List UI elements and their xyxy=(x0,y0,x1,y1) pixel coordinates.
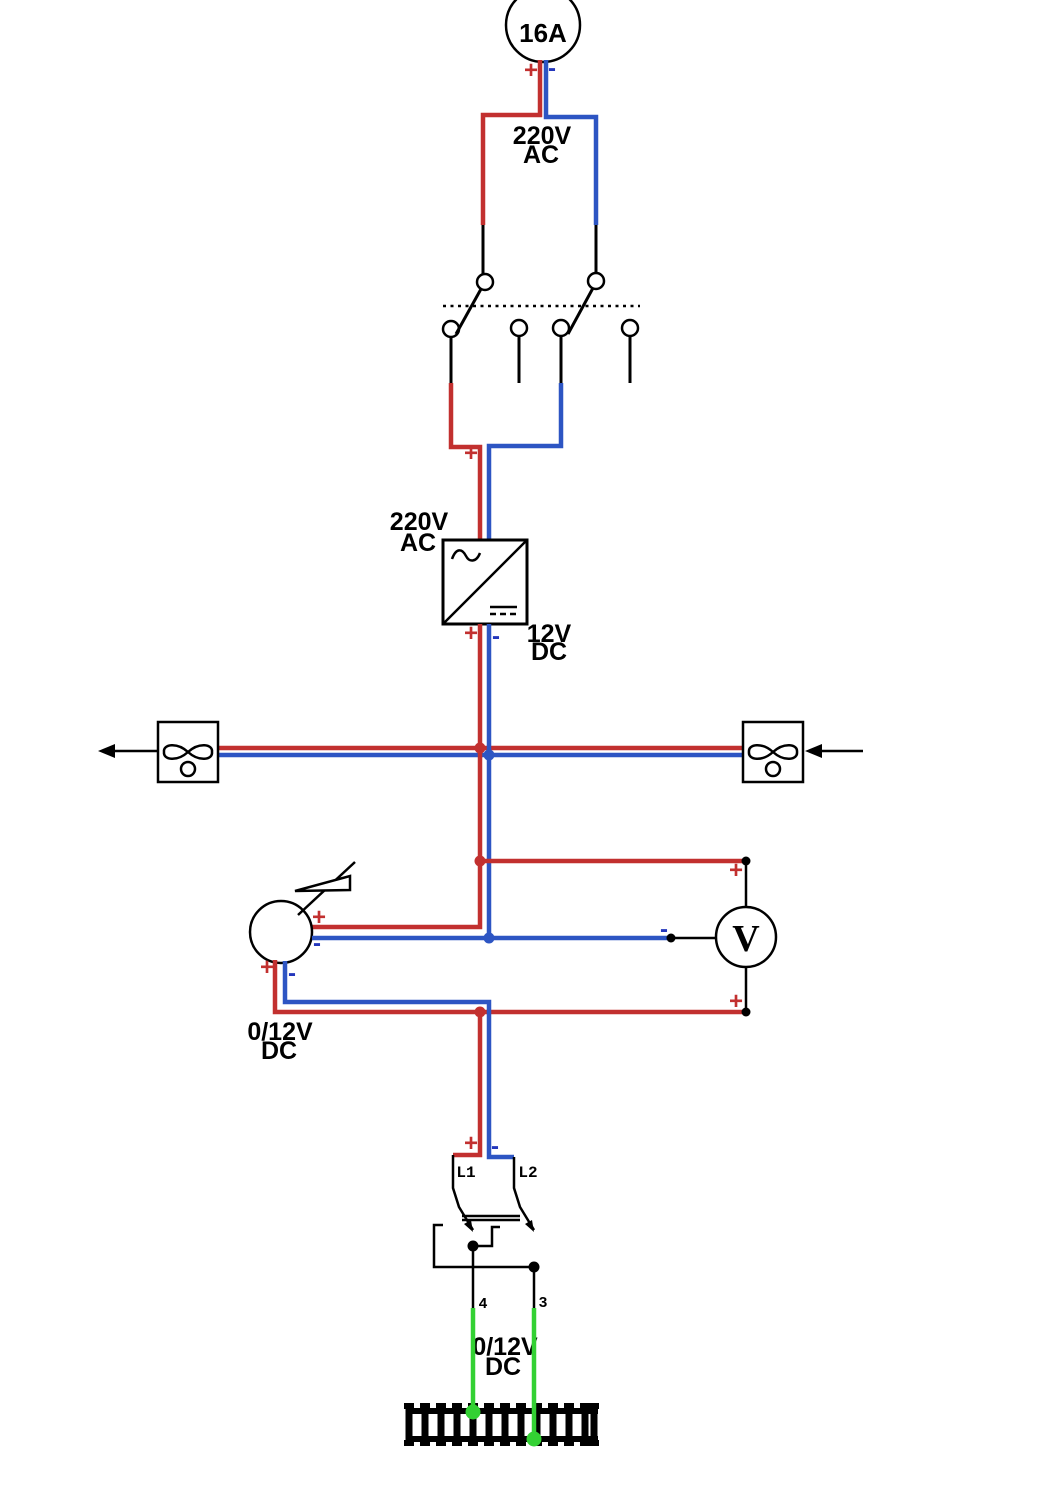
relay-cross-wire-right xyxy=(473,1225,500,1248)
reversing-switch: L1 L2 4 3 xyxy=(432,1155,548,1313)
junction-negative-fan xyxy=(483,749,495,761)
throttle-wedge-icon xyxy=(294,874,352,893)
junction-negative-voltmeter xyxy=(483,932,495,944)
junction-positive-fan xyxy=(474,742,486,754)
relay-terminal-l1-label: L1 xyxy=(456,1164,475,1182)
switch-contact-top-2 xyxy=(586,271,606,291)
voltmeter-bottom-terminal-dot xyxy=(741,1007,751,1017)
voltmeter-top-terminal-dot xyxy=(741,856,751,866)
relay-minus-label: - xyxy=(491,1133,499,1160)
switched-positive-wire xyxy=(448,383,483,540)
fan-left-motor-icon xyxy=(179,760,197,778)
track-rail-top xyxy=(406,1408,598,1414)
track-type-label: DC xyxy=(485,1353,521,1381)
converter-output-type-label: DC xyxy=(531,638,567,666)
fan-right xyxy=(741,720,863,784)
relay-plus-label: + xyxy=(464,1130,478,1157)
track-rail-bottom xyxy=(406,1436,598,1442)
relay-pin-3-label: 3 xyxy=(538,1295,547,1312)
mains-switch xyxy=(441,225,640,383)
switch-contact-bottom-4 xyxy=(620,318,640,338)
throttle-output-voltage-label: 0/12V xyxy=(247,1018,313,1046)
fan-blade-icon xyxy=(747,744,799,760)
junction-positive-voltmeter xyxy=(474,855,486,867)
mains-positive-wire xyxy=(480,60,543,225)
fan-right-motor-icon xyxy=(764,760,782,778)
relay-junction-left xyxy=(467,1240,479,1252)
track-ties xyxy=(404,1403,599,1446)
track-voltage-label: 0/12V xyxy=(472,1333,538,1361)
voltmeter-bottom-plus-label: + xyxy=(729,988,743,1015)
relay-pole-right xyxy=(512,1157,536,1231)
converter-output-voltage-label: 12V xyxy=(527,620,572,648)
sine-wave-icon xyxy=(450,549,482,562)
fan-blade-icon xyxy=(162,744,214,760)
relay-pin-4-label: 4 xyxy=(478,1296,487,1313)
converter-input-type-label: AC xyxy=(400,529,436,557)
relay-pole-left xyxy=(451,1155,475,1231)
fuse-plus-label: + xyxy=(524,57,538,84)
fan-left-airflow-arrow-icon xyxy=(98,744,115,758)
switch-contact-bottom-1 xyxy=(441,319,461,339)
voltmeter-left-terminal-dot xyxy=(666,933,676,943)
throttle xyxy=(248,861,356,965)
track-feeder-dot-right xyxy=(526,1431,542,1447)
fan-right-airflow-arrow-icon xyxy=(805,744,822,758)
relay-blade-right-arrow-icon xyxy=(525,1220,534,1232)
junction-positive-throttle-out xyxy=(474,1006,486,1018)
voltmeter-top-plus-label: + xyxy=(729,857,743,884)
relay-junction-right xyxy=(528,1261,540,1273)
switch-blade-1 xyxy=(454,288,483,335)
dc-symbol-icon xyxy=(490,605,517,616)
ac-dc-converter xyxy=(441,538,529,626)
fan-left xyxy=(98,720,220,784)
mains-voltage-label: 220V xyxy=(513,122,572,150)
switch-contact-bottom-2 xyxy=(509,318,529,338)
fuse: 16A xyxy=(504,0,582,64)
voltmeter-symbol-label: V xyxy=(732,918,760,960)
switch-contact-top-1 xyxy=(475,272,495,292)
converter-output-plus-label: + xyxy=(464,620,478,647)
throttle-body xyxy=(248,899,314,965)
throttle-output-type-label: DC xyxy=(261,1037,297,1065)
voltmeter: V xyxy=(671,861,778,1012)
throttle-output-plus-label: + xyxy=(260,954,274,981)
fuse-minus-label: - xyxy=(548,55,556,82)
throttle-input-plus-label: + xyxy=(312,904,326,931)
converter-input-voltage-label: 220V xyxy=(390,508,449,536)
voltmeter-body xyxy=(714,905,778,969)
switch-blade-2 xyxy=(566,287,595,335)
mains-negative-wire xyxy=(543,60,599,225)
track-feeder-dot-left xyxy=(465,1404,481,1420)
bus-positive-wire xyxy=(312,624,483,930)
relay-cross-wire-left xyxy=(432,1223,534,1269)
mains-type-label: AC xyxy=(523,141,559,169)
throttle-positive-out-wire xyxy=(272,960,746,1015)
throttle-input-minus-label: - xyxy=(313,930,321,957)
railway-track-icon xyxy=(404,1403,599,1446)
relay-positive-feed-wire xyxy=(453,1012,483,1158)
converter-input-plus-label: + xyxy=(464,440,478,467)
fuse-rating-label: 16A xyxy=(519,18,567,48)
voltmeter-minus-label: - xyxy=(660,916,668,943)
switched-negative-wire xyxy=(486,383,564,540)
throttle-output-minus-label: - xyxy=(288,960,296,987)
relay-blade-left-arrow-icon xyxy=(464,1220,473,1232)
fuse-circle-icon xyxy=(504,0,582,64)
throttle-negative-out-wire xyxy=(282,961,514,1160)
converter-output-minus-label: - xyxy=(492,623,500,650)
converter-diagonal xyxy=(442,539,528,625)
relay-terminal-l2-label: L2 xyxy=(518,1164,537,1182)
switch-contact-bottom-3 xyxy=(551,318,571,338)
